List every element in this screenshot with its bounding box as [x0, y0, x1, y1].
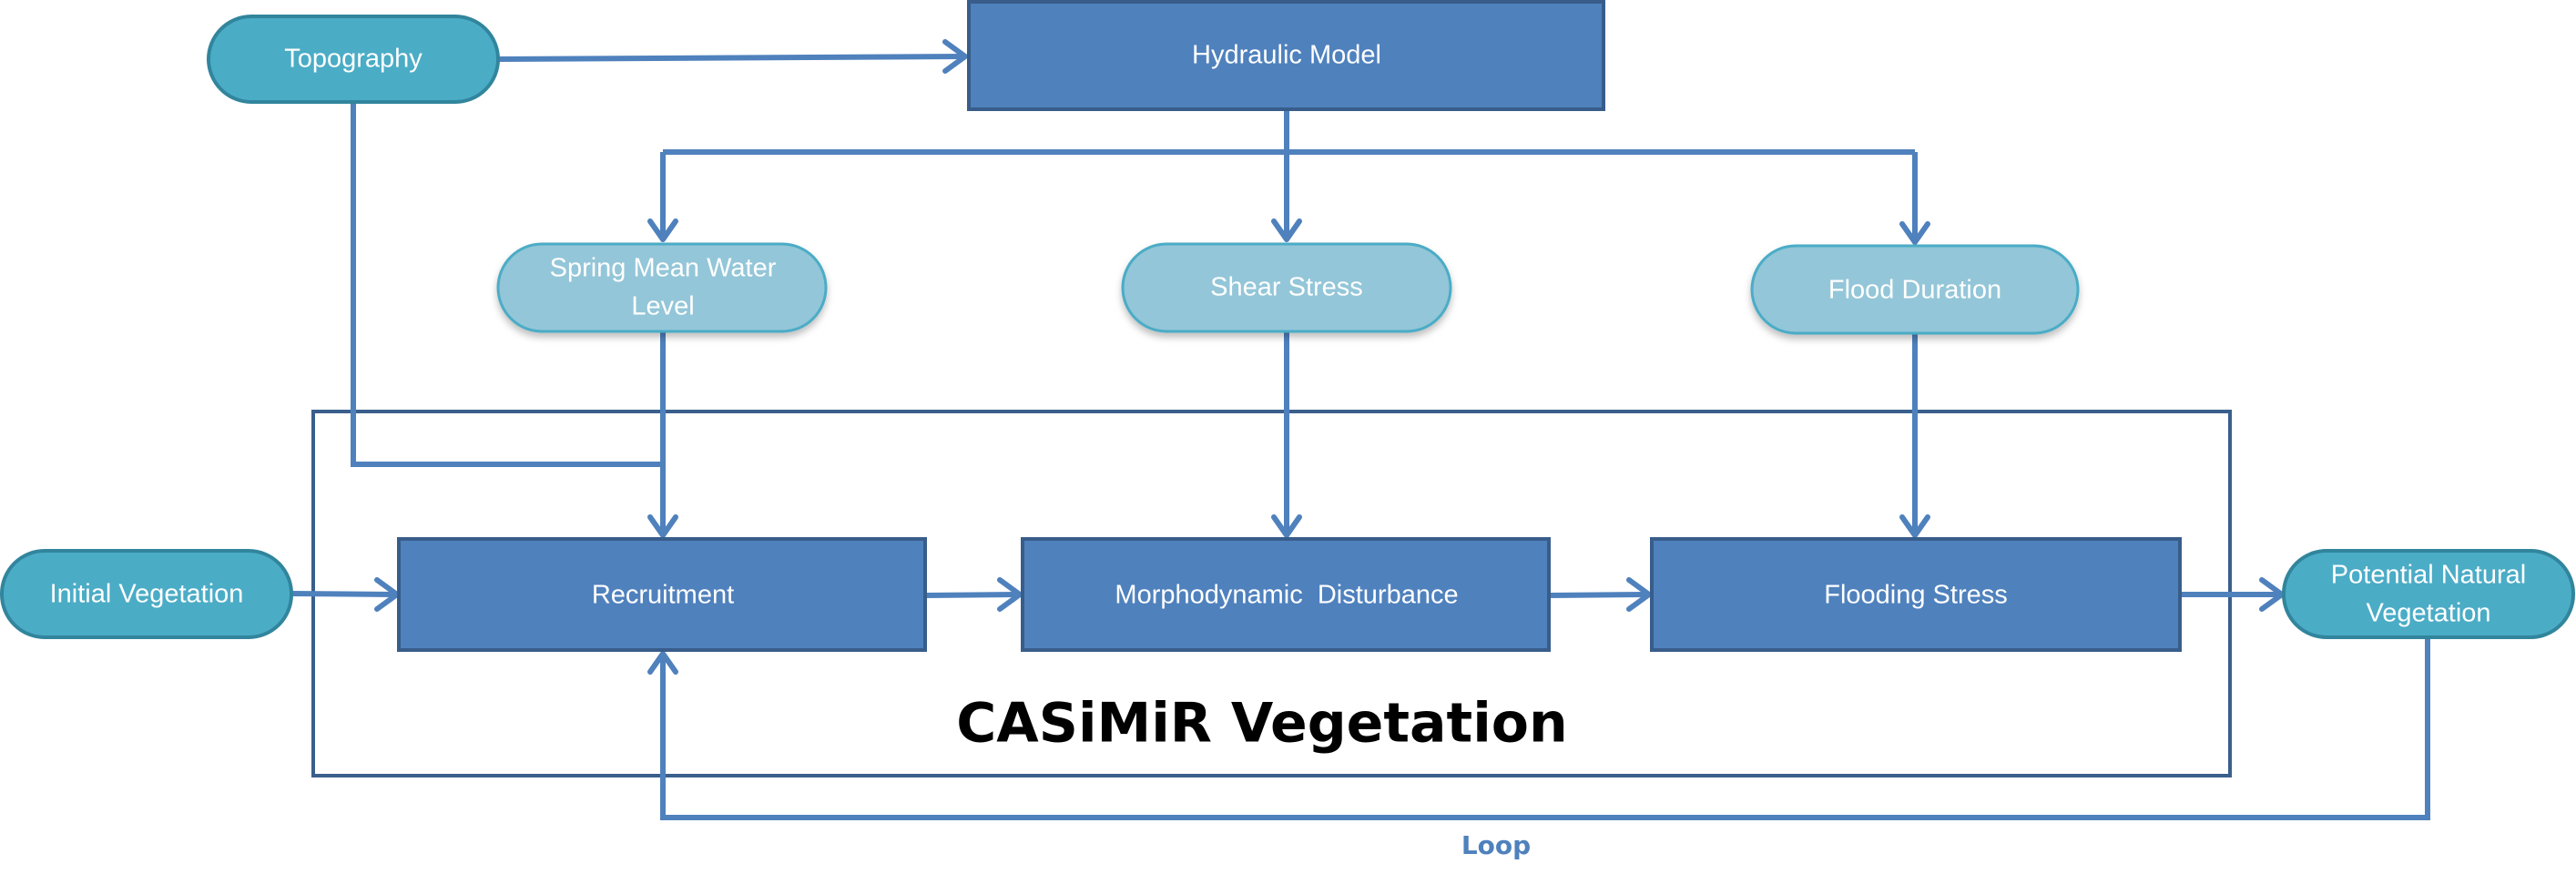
- node-shear-stress[interactable]: Shear Stress: [1121, 242, 1452, 333]
- loop-label: Loop: [1461, 830, 1531, 860]
- node-label-line1: Potential Natural: [2331, 561, 2526, 590]
- node-flood-duration[interactable]: Flood Duration: [1750, 244, 2080, 335]
- arrow-icon: [647, 514, 678, 538]
- node-label: Shear Stress: [1210, 273, 1363, 302]
- node-label: Initial Vegetation: [50, 580, 244, 609]
- arrow-icon: [1271, 514, 1302, 538]
- connectors: [290, 39, 2430, 820]
- arrow-icon: [647, 218, 678, 242]
- node-label: Topography: [284, 45, 423, 74]
- node-spring-mean-water-level[interactable]: Spring Mean Water Level: [496, 242, 828, 333]
- edge-topography-hydraulic: [497, 54, 964, 62]
- frame-title: CASiMiR Vegetation: [956, 692, 1567, 756]
- arrow-icon: [997, 577, 1023, 612]
- node-label: Hydraulic Model: [1192, 41, 1381, 70]
- arrow-icon: [1899, 221, 1930, 245]
- edge-topography-recruitment: [351, 102, 663, 467]
- node-morphodynamic-disturbance[interactable]: Morphodynamic Disturbance: [1021, 537, 1551, 652]
- node-label: Flooding Stress: [1824, 581, 2008, 610]
- arrow-icon: [1271, 218, 1302, 242]
- node-topography[interactable]: Topography: [207, 15, 500, 104]
- arrow-icon: [647, 651, 678, 675]
- node-label: Morphodynamic Disturbance: [1115, 581, 1458, 610]
- node-label: Recruitment: [592, 581, 734, 610]
- edge-morpho-flooding: [1548, 592, 1648, 598]
- arrow-icon: [1899, 514, 1930, 538]
- node-potential-natural-vegetation[interactable]: Potential Natural Vegetation: [2282, 549, 2575, 639]
- node-flooding-stress[interactable]: Flooding Stress: [1650, 537, 2182, 652]
- node-label-line2: Level: [631, 292, 694, 321]
- node-label-line1: Spring Mean Water: [550, 254, 777, 283]
- arrow-icon: [1626, 577, 1652, 612]
- node-hydraulic-model[interactable]: Hydraulic Model: [967, 0, 1605, 111]
- node-initial-vegetation[interactable]: Initial Vegetation: [0, 549, 293, 639]
- node-label: Flood Duration: [1828, 276, 2001, 305]
- edge-recruitment-morpho: [924, 592, 1019, 598]
- node-recruitment[interactable]: Recruitment: [397, 537, 927, 652]
- arrow-icon: [942, 39, 968, 74]
- edge-loop: [660, 637, 2430, 820]
- node-label-line2: Vegetation: [2366, 599, 2490, 628]
